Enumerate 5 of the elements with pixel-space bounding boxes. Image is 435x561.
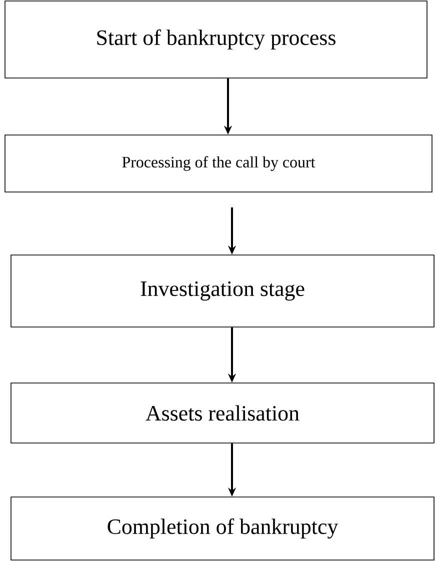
process-box: Start of bankruptcy process xyxy=(4,0,428,78)
process-box: Investigation stage xyxy=(10,254,434,328)
process-box: Processing of the call by court xyxy=(4,134,432,192)
process-box: Assets realisation xyxy=(10,382,434,444)
process-box: Completion of bankruptcy xyxy=(10,496,434,560)
